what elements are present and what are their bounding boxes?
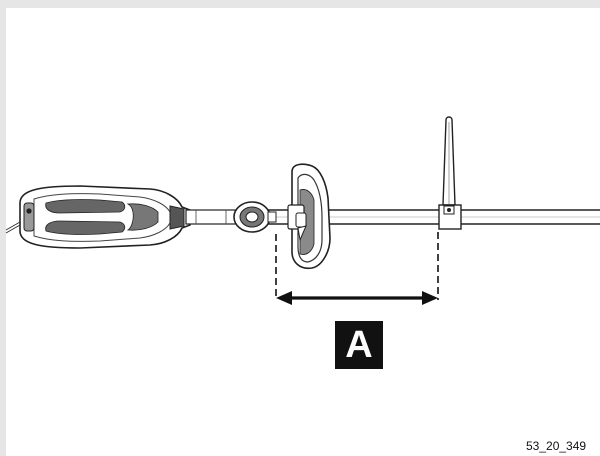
dimension-marker (275, 232, 439, 305)
arrow-left-icon (276, 291, 292, 305)
coupling-knob (233, 201, 277, 233)
loop-handle (287, 163, 331, 270)
arrow-right-icon (422, 291, 438, 305)
motor-housing (5, 185, 191, 249)
dimension-label-a: A (335, 321, 383, 369)
shaft-clamp (438, 116, 462, 230)
figure-code: 53_20_349 (526, 439, 587, 453)
neck-connector (185, 209, 237, 225)
